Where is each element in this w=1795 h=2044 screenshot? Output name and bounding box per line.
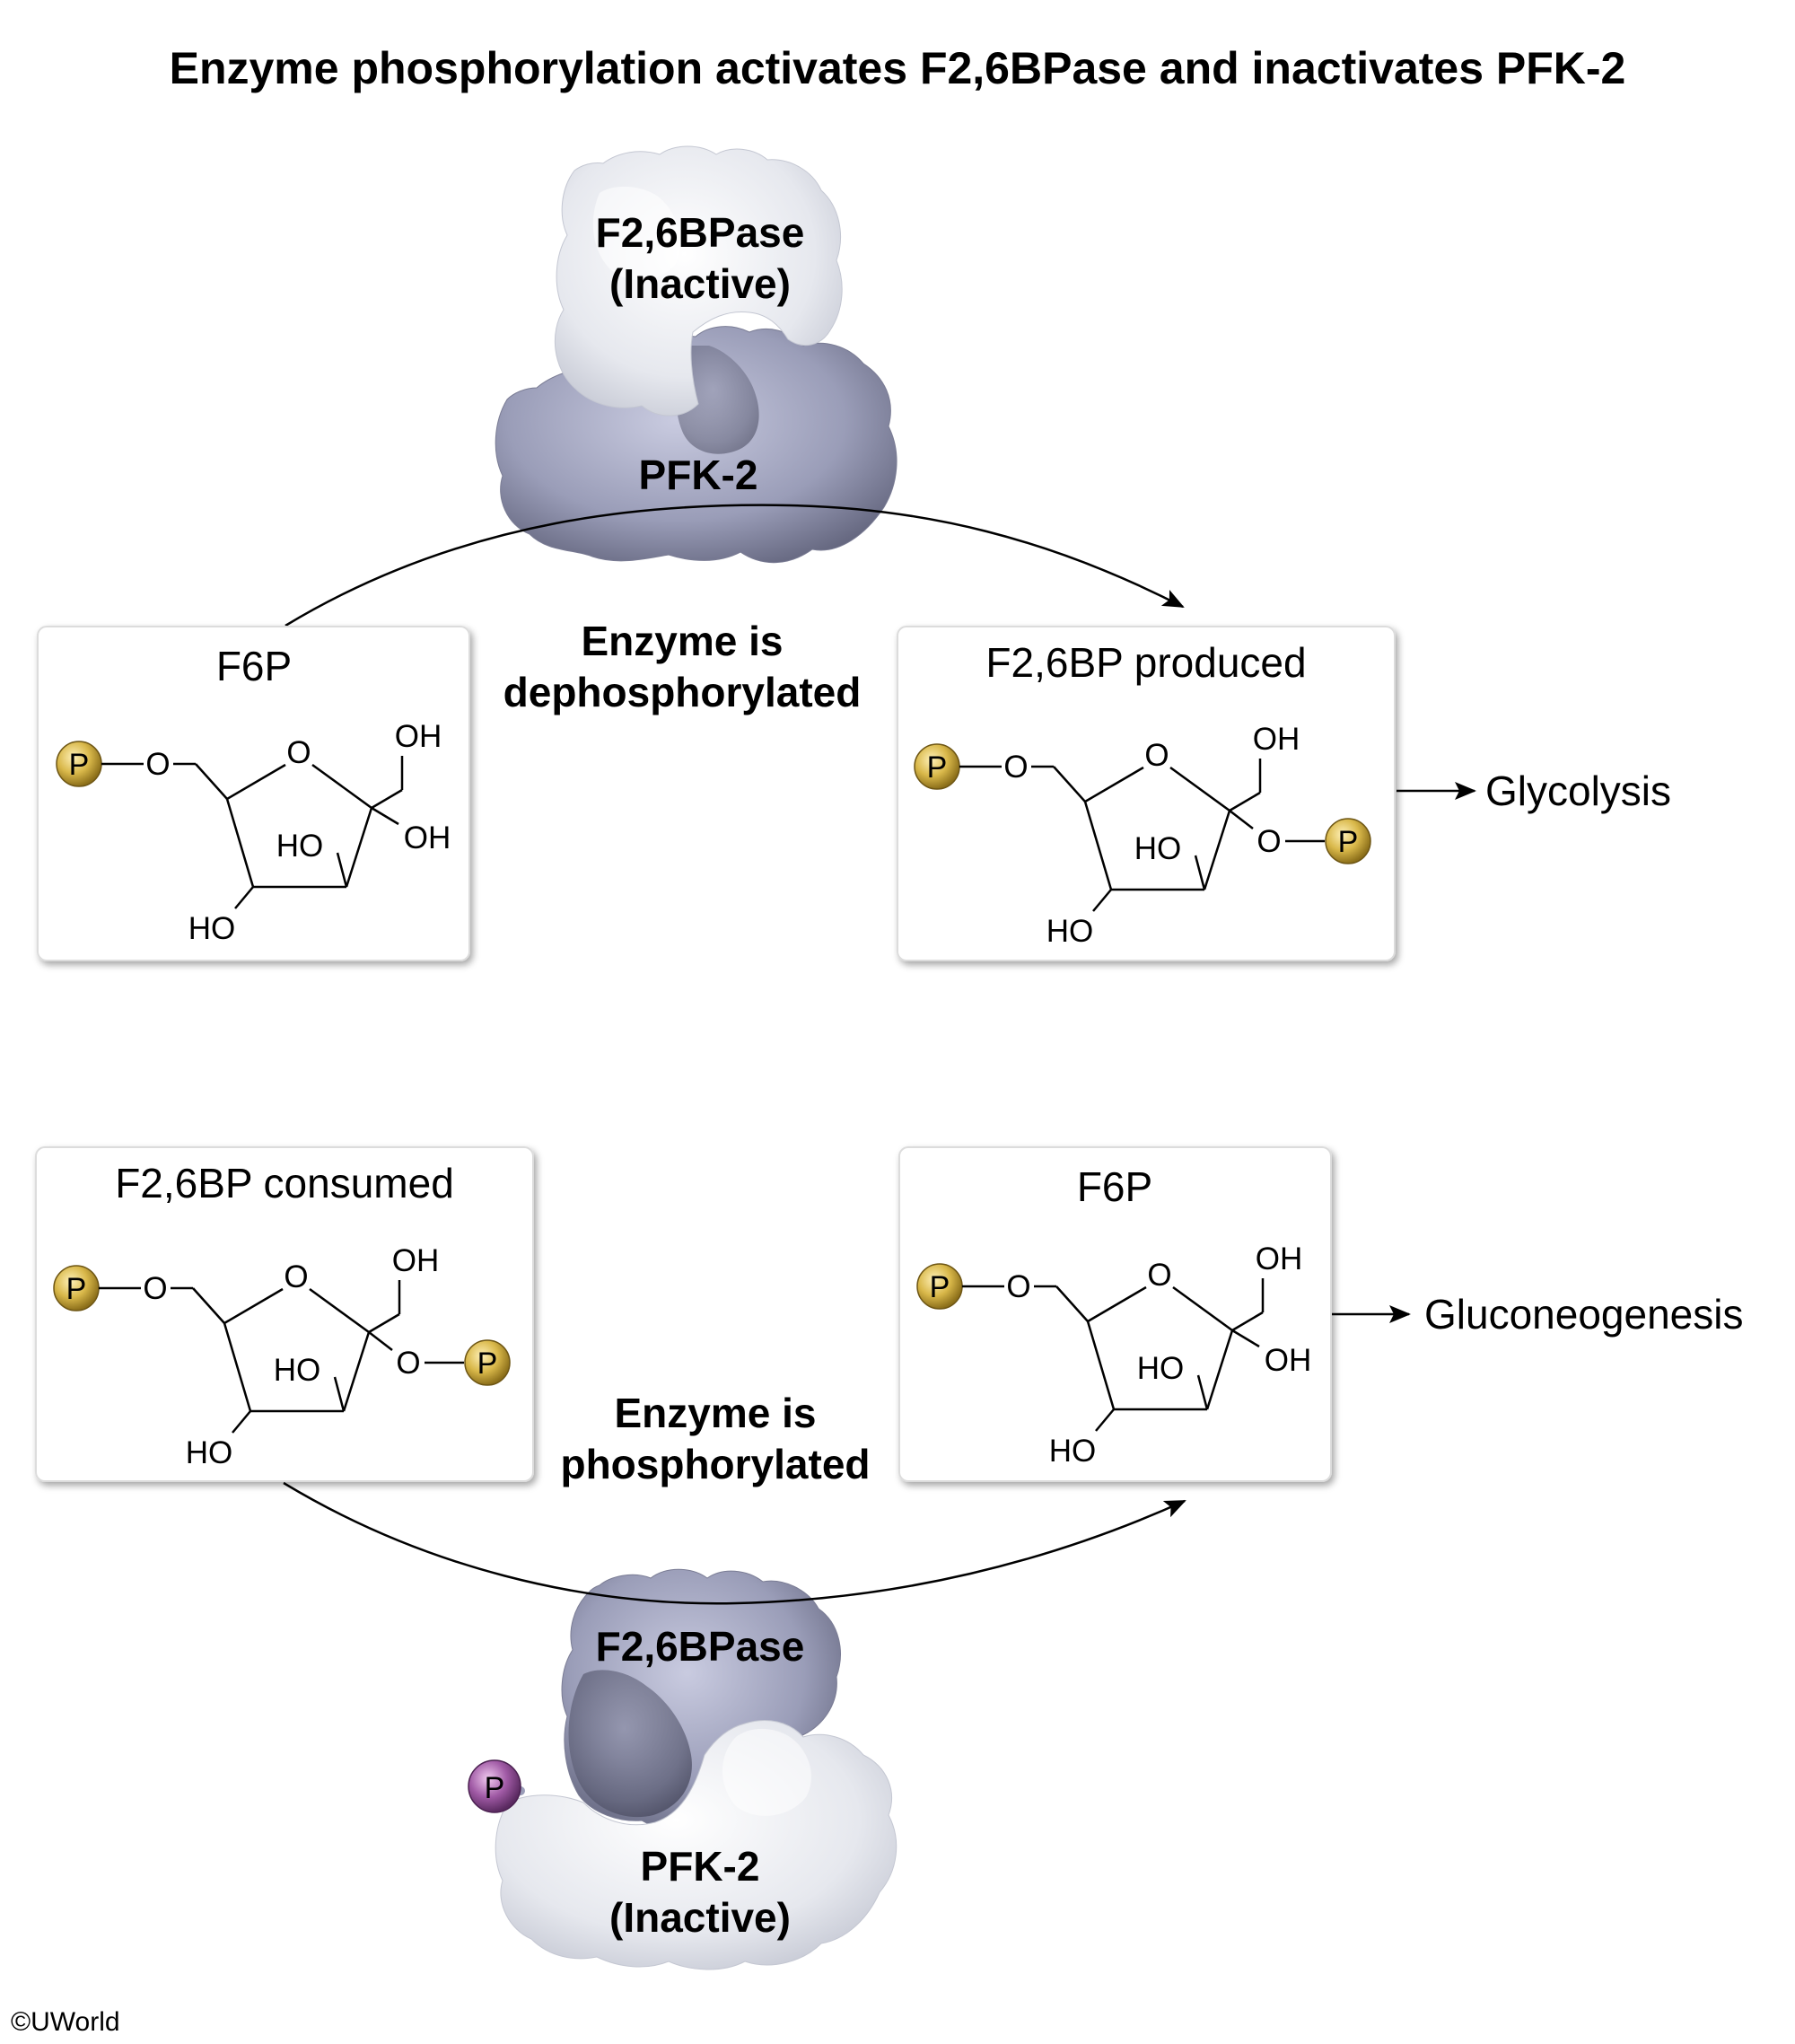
bottom-reaction-arrow [283, 1481, 1186, 1605]
bottom-product-title: F6P [1077, 1163, 1152, 1210]
top-pfk2-label: PFK-2 [639, 452, 758, 498]
c4-hydroxyl: HO [1046, 914, 1094, 949]
pfk2-highlight [722, 1728, 811, 1816]
copyright-text: ©UWorld [11, 2007, 120, 2037]
ch2oh-hydroxyl: OH [1256, 1241, 1303, 1276]
bottom-condition-line1: Enzyme is [615, 1390, 817, 1436]
top-condition-line2: dephosphorylated [503, 669, 862, 715]
c4-hydroxyl: HO [188, 911, 236, 946]
c4-hydroxyl: HO [1049, 1434, 1097, 1469]
bottom-condition-line2: phosphorylated [560, 1441, 870, 1487]
ring-oxygen: O [284, 1259, 308, 1294]
anomeric-hydroxyl: OH [1265, 1343, 1312, 1378]
c3-hydroxyl: HO [1137, 1351, 1185, 1386]
bottom-pfk2-label-line1: PFK-2 [641, 1843, 760, 1890]
ch2oh-hydroxyl: OH [395, 719, 442, 754]
ring-oxygen: O [286, 735, 311, 770]
bottom-pfk2-label-line2: (Inactive) [609, 1894, 791, 1941]
phosphate-letter-2: P [477, 1347, 498, 1381]
phosphate-letter: P [930, 1270, 950, 1304]
f26bpase-highlight [592, 186, 680, 280]
f26bpase-dark-core [568, 1670, 692, 1818]
bottom-substrate-box: F2,6BP consumed P O O OH O P HO HO [35, 1146, 534, 1482]
ester-oxygen: O [1006, 1269, 1030, 1304]
top-product-box: F2,6BP produced P O O OH O P HO HO [897, 626, 1396, 961]
top-enzyme: F2,6BPase (Inactive) PFK-2 [495, 145, 898, 564]
glycolysis-label: Glycolysis [1485, 768, 1671, 814]
top-product-title: F2,6BP produced [985, 639, 1306, 686]
enzyme-phosphate-ball [468, 1759, 521, 1813]
c3-hydroxyl: HO [1134, 831, 1182, 866]
gluconeogenesis-label: Gluconeogenesis [1424, 1291, 1743, 1338]
bottom-enzyme: P F2,6BPase PFK-2 (Inactive) [468, 1568, 898, 1970]
f6p-structure: P O O OH OH HO HO [56, 719, 451, 946]
top-f26bpase-label-line1: F2,6BPase [596, 209, 805, 256]
c3-hydroxyl: HO [276, 829, 324, 864]
bottom-f26bpase-label: F2,6BPase [596, 1623, 805, 1670]
f26bp-structure: P O O OH O P HO HO [914, 722, 1371, 949]
f26bp-structure-consumed: P O O OH O P HO HO [53, 1243, 511, 1470]
anomeric-hydroxyl: OH [404, 820, 451, 855]
bottom-substrate-title: F2,6BP consumed [115, 1160, 454, 1206]
top-reaction-arrow [285, 504, 1185, 627]
ester-oxygen: O [143, 1271, 167, 1306]
phosphate-letter: P [69, 748, 90, 782]
ring-oxygen: O [1147, 1258, 1171, 1293]
phosphate-letter: P [66, 1272, 87, 1306]
ch2oh-hydroxyl: OH [1253, 722, 1300, 757]
c3-hydroxyl: HO [274, 1353, 321, 1388]
top-substrate-title: F6P [216, 643, 292, 689]
phosphate-ball-2 [464, 1339, 511, 1386]
pfk2-cleft-shadow [676, 346, 759, 454]
bottom-product-box: F6P P O O OH OH HO HO [898, 1146, 1332, 1482]
ester-oxygen: O [1003, 750, 1028, 785]
ester-oxygen: O [145, 747, 170, 782]
phosphate-letter-2: P [1338, 825, 1359, 859]
top-substrate-box: F6P P O O OH OH HO HO [37, 626, 470, 961]
phosphate-letter: P [927, 750, 948, 785]
c2-oxygen: O [396, 1346, 420, 1381]
c4-hydroxyl: HO [186, 1435, 233, 1470]
top-condition-line1: Enzyme is [582, 618, 784, 664]
ch2oh-hydroxyl: OH [392, 1243, 440, 1278]
phosphate-ball-2 [1325, 818, 1371, 864]
top-f26bpase-label-line2: (Inactive) [609, 260, 791, 307]
enzyme-phosphate-letter: P [485, 1771, 505, 1805]
c2-oxygen: O [1256, 824, 1281, 859]
page-title: Enzyme phosphorylation activates F2,6BPa… [170, 43, 1626, 93]
ring-oxygen: O [1144, 738, 1169, 773]
f6p-structure-bottom: P O O OH OH HO HO [916, 1241, 1312, 1469]
